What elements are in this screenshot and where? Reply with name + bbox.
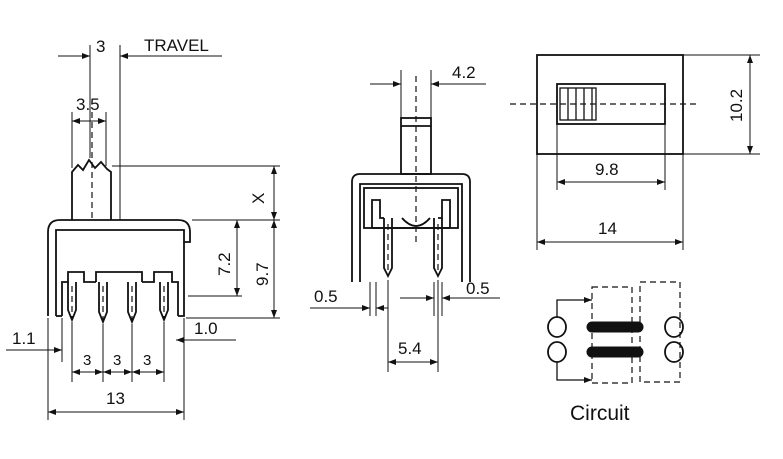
circuit-terminal: [547, 341, 567, 363]
top-view: 10.2 9.8 14: [510, 54, 760, 250]
side-knob: [71, 158, 112, 220]
circuit-diagram: Circuit: [547, 281, 684, 425]
front-pins: [383, 218, 443, 279]
front-frame: [351, 173, 471, 282]
pin-height: 7.2: [215, 252, 234, 276]
front-view: 4.2 0.5 0.5 5.4: [310, 63, 500, 372]
top-height: 10.2: [727, 89, 746, 122]
side-view: 3 TRAVEL 3.5 X 7.2 9.7 1.1: [6, 36, 280, 420]
circuit-label: Circuit: [570, 402, 630, 425]
front-pin-right: 0.5: [466, 279, 490, 298]
top-slot-width: 9.8: [595, 160, 619, 179]
right-offset: 1.0: [194, 319, 218, 338]
top-body-width: 14: [598, 219, 617, 238]
left-offset: 1.1: [12, 329, 36, 348]
front-pin-spacing: 5.4: [398, 339, 422, 358]
travel-value: 3: [96, 37, 105, 56]
pitch-3: 3: [143, 352, 151, 369]
front-pin-left: 0.5: [314, 287, 338, 306]
pitch-1: 3: [83, 352, 91, 369]
side-knob-width: 3.5: [76, 95, 100, 114]
side-pins: [67, 282, 169, 325]
front-knob-width: 4.2: [452, 63, 476, 82]
circuit-terminal: [664, 341, 684, 363]
total-height: 9.7: [253, 262, 272, 286]
knob-height-x: X: [249, 193, 268, 204]
pitch-2: 3: [113, 352, 121, 369]
side-body-width: 13: [106, 389, 125, 408]
side-body: [47, 219, 191, 316]
circuit-terminal: [664, 316, 684, 338]
circuit-terminal: [547, 316, 567, 338]
travel-label: TRAVEL: [144, 36, 209, 55]
